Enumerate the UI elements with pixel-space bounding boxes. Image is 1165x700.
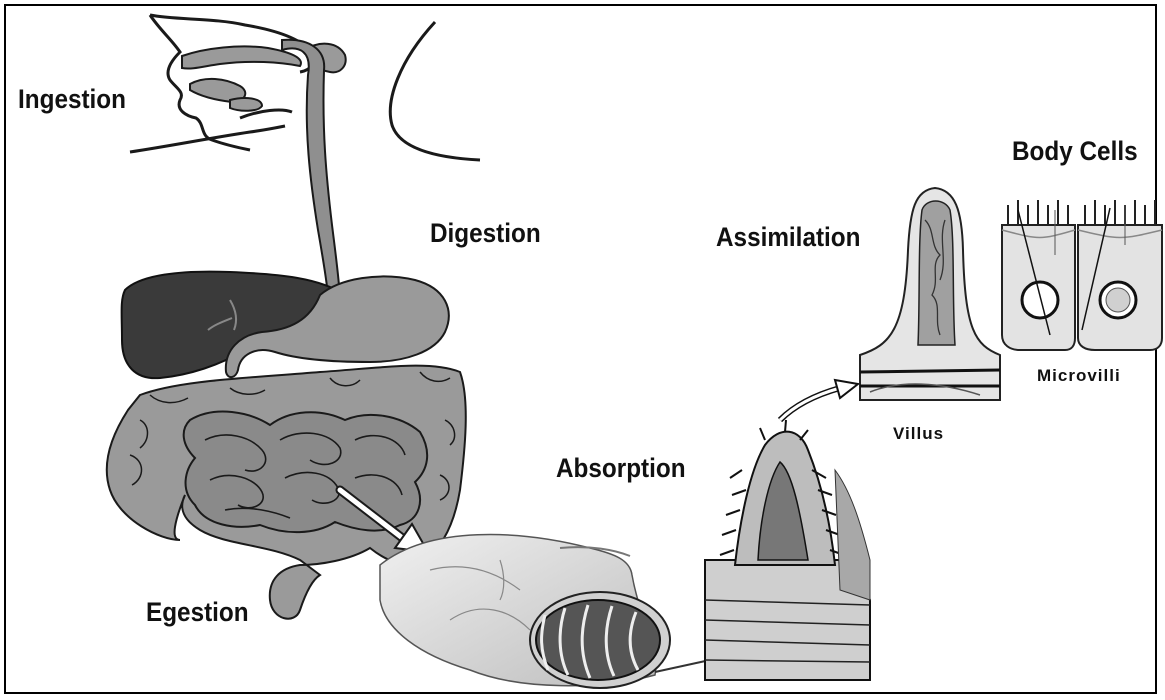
villus-tissue-block [705,420,870,680]
label-assimilation: Assimilation [716,222,860,253]
label-digestion: Digestion [430,218,541,249]
intestine-cross-section [380,535,710,688]
label-microvilli: Microvilli [1037,366,1121,386]
arrow-to-assimilation [780,380,858,420]
label-egestion: Egestion [146,597,249,628]
head-profile [130,15,480,160]
label-ingestion: Ingestion [18,84,126,115]
body-cells-detail [1002,200,1162,350]
villus-detail [860,188,1000,400]
label-villus: Villus [893,424,944,444]
label-body-cells: Body Cells [1012,136,1138,167]
label-absorption: Absorption [556,453,686,484]
